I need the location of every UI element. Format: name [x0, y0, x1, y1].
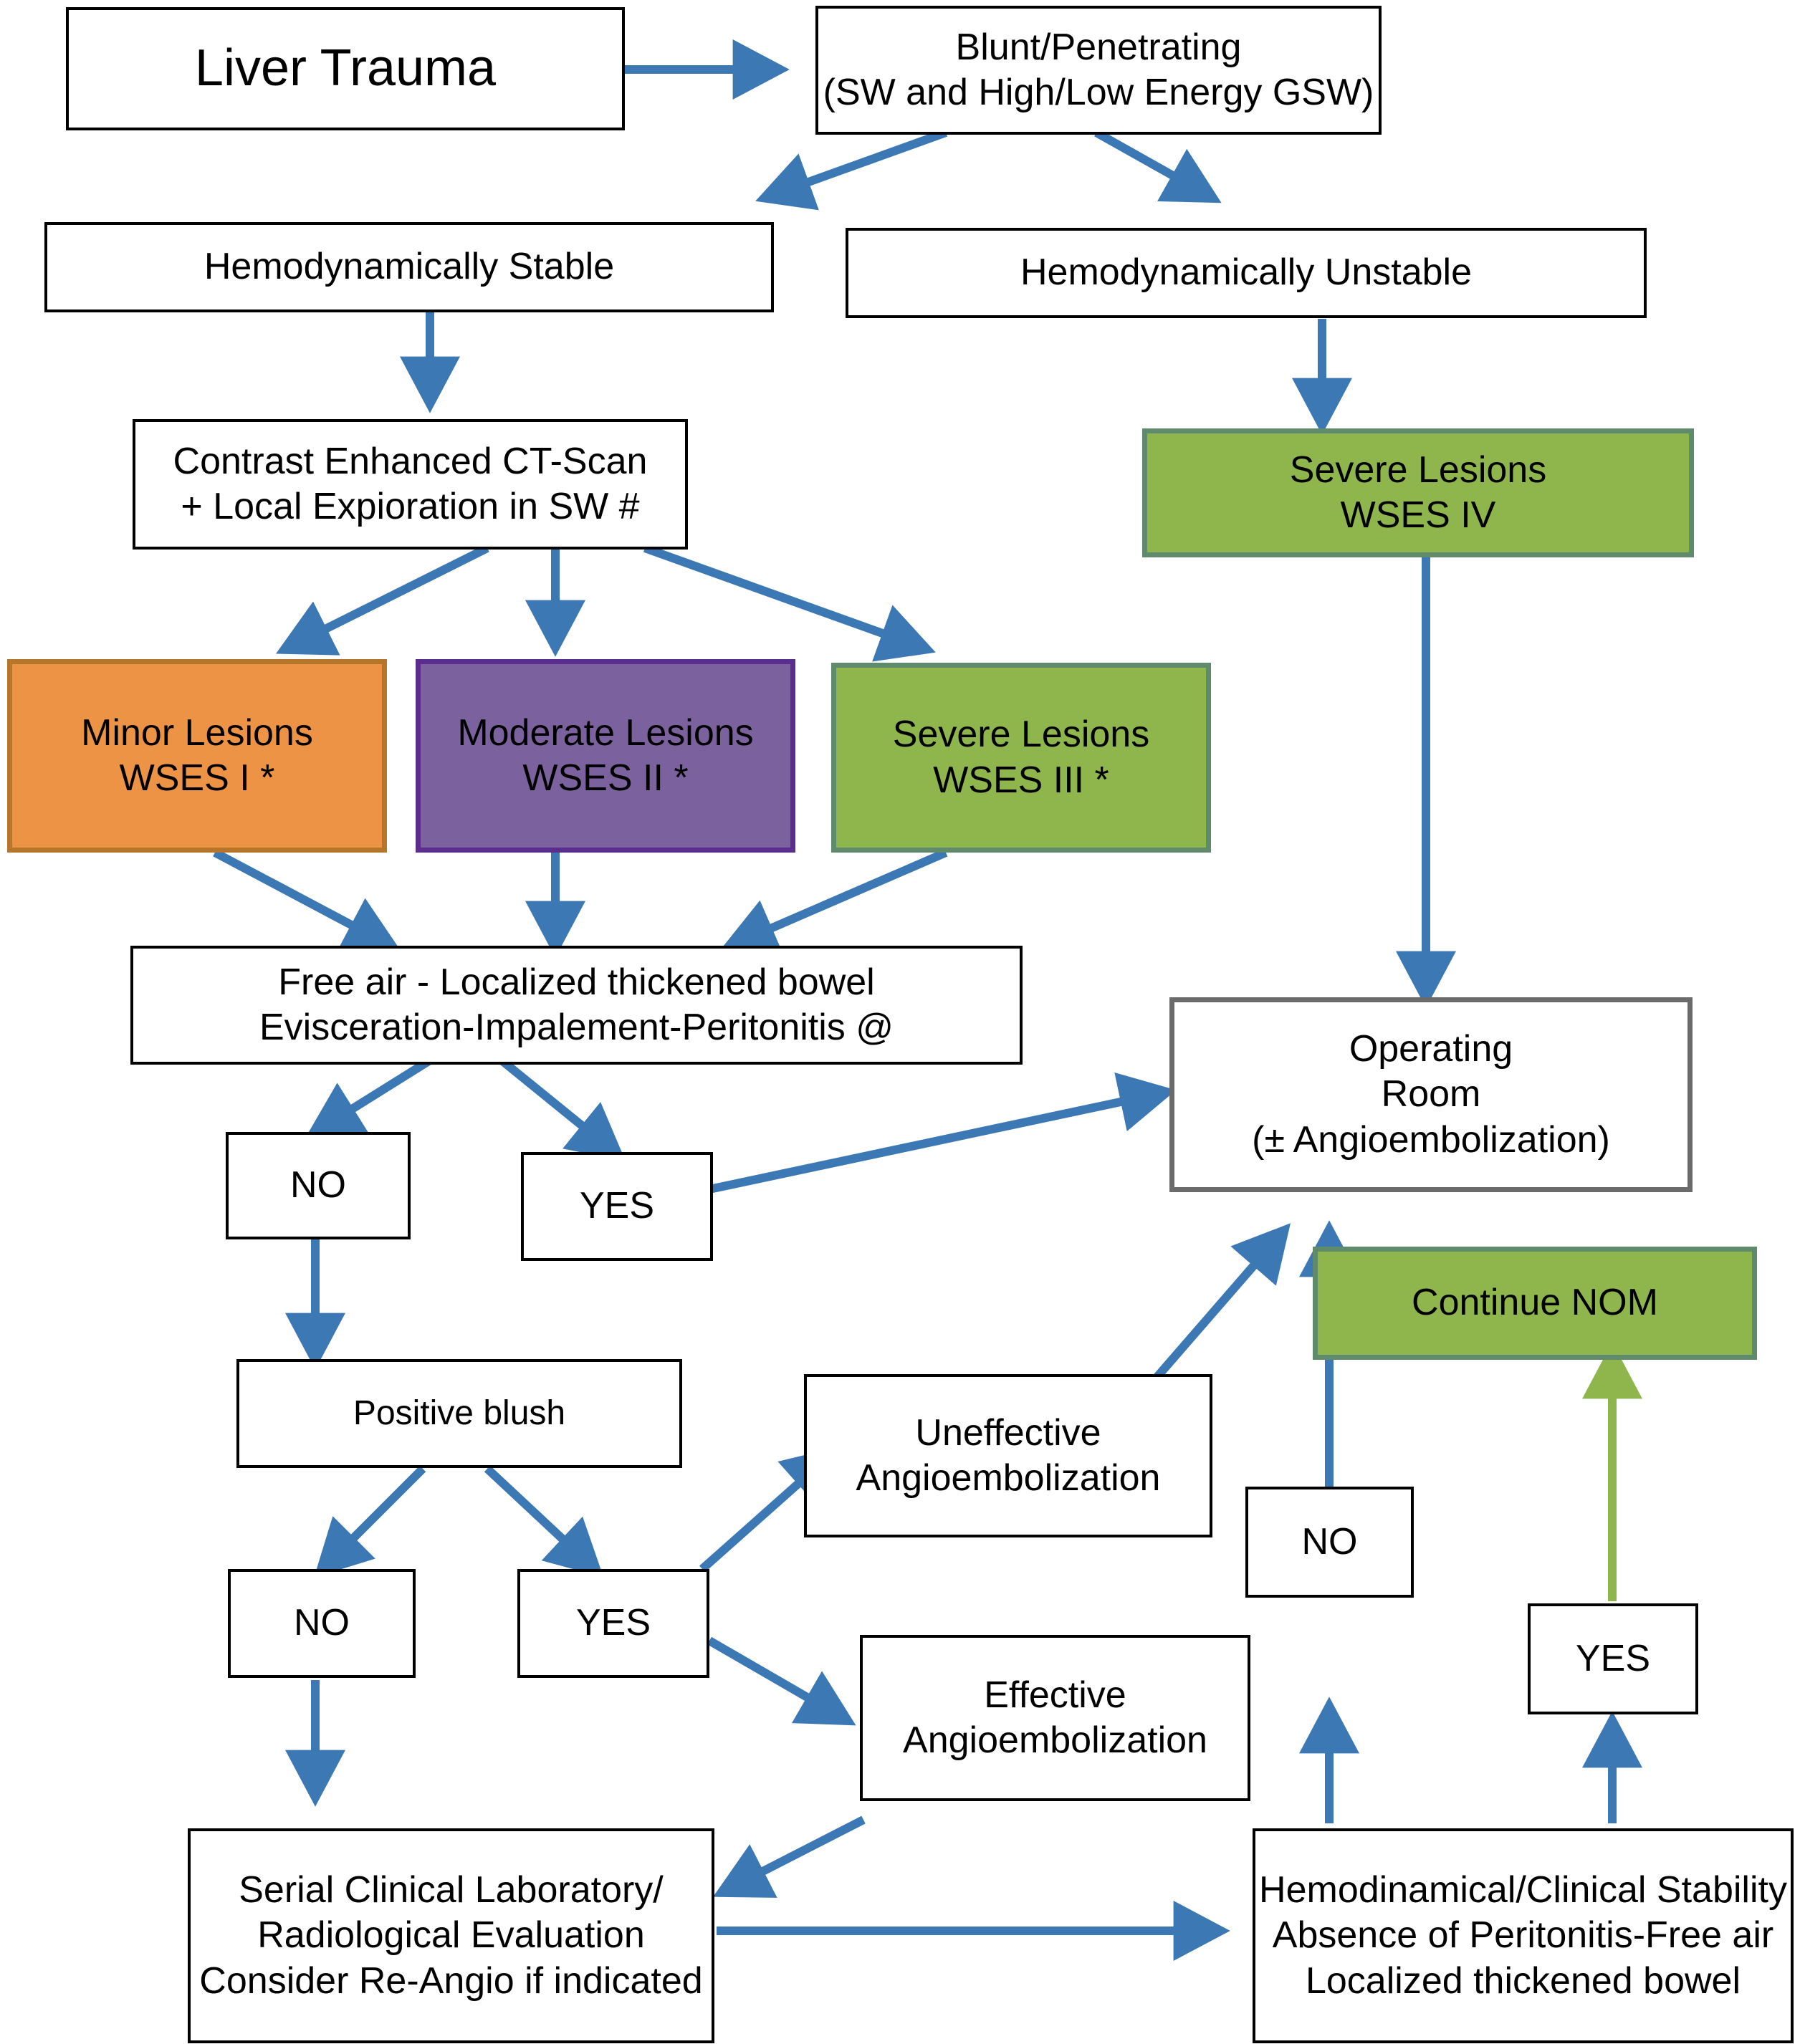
- edge-freeair-to-yes1: [499, 1057, 626, 1161]
- text-line: YES: [575, 1602, 651, 1644]
- text-line: (± Angioembolization): [1252, 1118, 1610, 1161]
- text-line: Severe Lesions: [892, 714, 1150, 756]
- text-line: Continue NOM: [1412, 1282, 1658, 1324]
- text-line: WSES I *: [119, 757, 275, 799]
- text-line: NO: [294, 1602, 350, 1644]
- node-no-2-label: NO: [231, 1601, 413, 1646]
- text-line: Angioembolization: [856, 1457, 1161, 1499]
- text-line: (SW and High/Low Energy GSW): [823, 72, 1374, 113]
- node-serial-evaluation-label: Serial Clinical Laboratory/Radiological …: [191, 1868, 712, 2004]
- edge-effective-to-serial: [713, 1815, 866, 1898]
- node-yes-1[interactable]: YES: [521, 1152, 713, 1261]
- node-no-2[interactable]: NO: [228, 1569, 416, 1678]
- text-line: Evisceration-Impalement-Peritonitis @: [259, 1007, 894, 1048]
- node-liver-trauma[interactable]: Liver Trauma: [66, 7, 625, 130]
- edge-ct-to-severeiii: [643, 544, 936, 662]
- node-no-1-label: NO: [229, 1163, 408, 1208]
- text-line: Consider Re-Angio if indicated: [199, 1959, 703, 2002]
- edge-blush-to-no2: [314, 1465, 426, 1578]
- node-yes-1-label: YES: [524, 1184, 710, 1229]
- text-line: WSES III *: [933, 759, 1109, 801]
- node-positive-blush[interactable]: Positive blush: [236, 1359, 682, 1468]
- node-yes-3-label: YES: [1531, 1636, 1695, 1681]
- node-hemodynamically-unstable[interactable]: Hemodynamically Unstable: [846, 228, 1647, 318]
- text-line: Room: [1381, 1073, 1481, 1115]
- text-line: Hemodinamical/Clinical Stability: [1259, 1868, 1787, 1911]
- text-line: YES: [1575, 1637, 1651, 1679]
- text-line: WSES II *: [522, 757, 689, 799]
- node-positive-blush-label: Positive blush: [239, 1393, 679, 1435]
- node-blunt-penetrating-label: Blunt/Penetrating(SW and High/Low Energy…: [818, 25, 1379, 116]
- edge-ct-to-minor: [275, 544, 489, 656]
- text-line: Hemodynamically Stable: [204, 246, 615, 288]
- text-line: Positive blush: [353, 1393, 566, 1432]
- text-line: Localized thickened bowel: [1305, 1959, 1741, 2002]
- text-line: + Local Expioration in SW #: [181, 486, 640, 527]
- edge-blush-to-yes2: [484, 1465, 604, 1578]
- edge-freeair-to-no1: [305, 1056, 433, 1138]
- node-liver-trauma-label: Liver Trauma: [69, 37, 622, 100]
- node-yes-2-label: YES: [520, 1601, 707, 1646]
- node-continue-nom[interactable]: Continue NOM: [1313, 1247, 1757, 1360]
- node-ct-scan-label: Contrast Enhanced CT-Scan+ Local Expiora…: [135, 439, 685, 530]
- edge-blunt-to-unstable: [1094, 128, 1222, 203]
- edge-yes2-to-effective: [707, 1636, 856, 1726]
- text-line: Radiological Evaluation: [257, 1914, 645, 1957]
- text-line: Severe Lesions: [1289, 448, 1547, 491]
- node-hemodynamically-unstable-label: Hemodynamically Unstable: [848, 250, 1644, 295]
- edge-minor-to-freeair: [213, 848, 401, 951]
- node-yes-3[interactable]: YES: [1528, 1603, 1698, 1714]
- text-line: NO: [290, 1164, 346, 1206]
- node-continue-nom-label: Continue NOM: [1318, 1280, 1752, 1325]
- node-serial-evaluation[interactable]: Serial Clinical Laboratory/Radiological …: [188, 1828, 714, 2043]
- text-line: Hemodynamically Unstable: [1020, 251, 1473, 294]
- text-line: Liver Trauma: [194, 39, 497, 97]
- edge-severeiii-to-freeair: [719, 848, 948, 956]
- text-line: Blunt/Penetrating: [955, 26, 1242, 68]
- text-line: YES: [579, 1185, 655, 1227]
- text-line: Free air - Localized thickened bowel: [278, 961, 875, 1003]
- node-hemodynamically-stable-label: Hemodynamically Stable: [47, 244, 771, 289]
- text-line: Angioembolization: [903, 1719, 1207, 1761]
- text-line: Operating: [1349, 1027, 1513, 1070]
- text-line: Contrast Enhanced CT-Scan: [173, 440, 648, 482]
- text-line: WSES IV: [1340, 494, 1496, 536]
- text-line: NO: [1301, 1520, 1358, 1563]
- text-line: Minor Lesions: [81, 711, 313, 754]
- node-ct-scan[interactable]: Contrast Enhanced CT-Scan+ Local Expiora…: [133, 419, 688, 550]
- node-no-3[interactable]: NO: [1245, 1487, 1414, 1598]
- node-no-1[interactable]: NO: [226, 1132, 411, 1239]
- text-line: Serial Clinical Laboratory/: [239, 1868, 664, 1911]
- node-no-3-label: NO: [1248, 1520, 1411, 1565]
- edge-blunt-to-stable: [755, 128, 948, 211]
- text-line: Absence of Peritonitis-Free air: [1272, 1914, 1774, 1957]
- node-hemodynamically-stable[interactable]: Hemodynamically Stable: [44, 222, 774, 312]
- text-line: Moderate Lesions: [457, 711, 754, 754]
- node-yes-2[interactable]: YES: [517, 1569, 709, 1678]
- text-line: Uneffective: [915, 1411, 1101, 1454]
- node-blunt-penetrating[interactable]: Blunt/Penetrating(SW and High/Low Energy…: [815, 6, 1382, 135]
- text-line: Effective: [984, 1674, 1126, 1716]
- edge-yes1-to-or: [708, 1072, 1177, 1194]
